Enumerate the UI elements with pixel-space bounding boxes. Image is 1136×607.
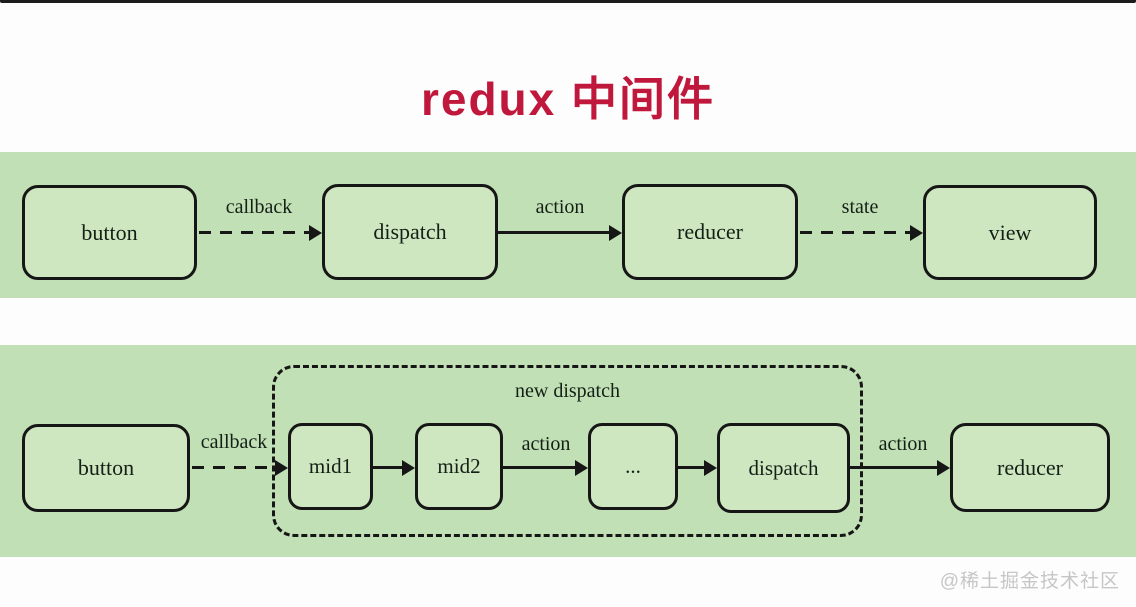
flow1-arrow-state xyxy=(800,224,923,241)
flow1-node-reducer: reducer xyxy=(622,184,798,280)
flow1-arrow-action xyxy=(498,224,622,241)
flow1-node-button: button xyxy=(22,185,197,280)
flow2-edge-label-action-outer: action xyxy=(878,433,928,455)
flow2-arrow-mid1-mid2 xyxy=(373,459,415,476)
top-border-line xyxy=(0,0,1136,3)
flow1-arrow-callback xyxy=(199,224,322,241)
arrowhead-icon xyxy=(402,459,415,476)
flow2-arrow-dots-dispatch xyxy=(678,459,717,476)
arrowhead-icon xyxy=(704,459,717,476)
arrowhead-icon xyxy=(937,459,950,476)
arrowhead-icon xyxy=(910,224,923,241)
flow2-node-button: button xyxy=(22,424,190,512)
flow2-node-mid2: mid2 xyxy=(415,423,503,510)
arrowhead-icon xyxy=(609,224,622,241)
flow2-edge-label-action-inner: action xyxy=(521,433,571,455)
flow2-node-dots: ... xyxy=(588,423,678,510)
flow1-node-view: view xyxy=(923,185,1097,280)
flow2-arrow-action-outer xyxy=(850,459,950,476)
new-dispatch-group-label: new dispatch xyxy=(515,380,620,402)
new-dispatch-group: new dispatch xyxy=(272,365,863,537)
flow2-node-dispatch: dispatch xyxy=(717,423,850,513)
arrowhead-icon xyxy=(575,459,588,476)
flow2-band: button new dispatch callback mid1 mid2 a… xyxy=(0,345,1136,557)
flow2-node-mid1: mid1 xyxy=(288,423,373,510)
arrowhead-icon xyxy=(275,459,288,476)
arrowhead-icon xyxy=(309,224,322,241)
flow1-node-dispatch: dispatch xyxy=(322,184,498,280)
flow2-node-reducer: reducer xyxy=(950,423,1110,512)
flow1-edge-label-action: action xyxy=(535,196,585,218)
page-title: redux 中间件 xyxy=(420,73,716,125)
flow1-edge-label-state: state xyxy=(841,196,879,218)
flow1-band: button callback dispatch action reducer … xyxy=(0,152,1136,298)
flow2-arrow-action-inner xyxy=(503,459,588,476)
flow2-edge-label-callback: callback xyxy=(200,431,268,453)
flow1-edge-label-callback: callback xyxy=(225,196,293,218)
flow2-arrow-callback xyxy=(192,459,288,476)
watermark: @稀土掘金技术社区 xyxy=(939,571,1120,592)
